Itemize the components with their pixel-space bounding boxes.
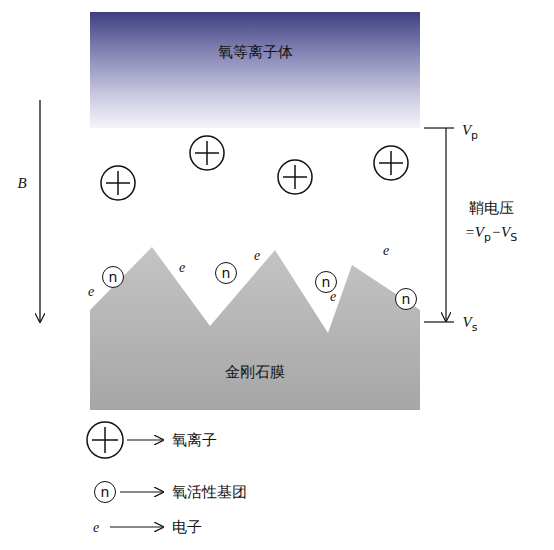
circle-letter: n (402, 292, 411, 306)
label-text: e (93, 520, 99, 535)
electron-symbol: e (93, 519, 99, 536)
active-group-circle: n (94, 481, 116, 503)
label-text: e (383, 243, 389, 258)
label-text: V (463, 314, 472, 330)
label-text: e (179, 260, 185, 275)
label-text: −V (491, 224, 510, 240)
circle-letter: n (109, 270, 118, 284)
label-text: B (17, 175, 26, 191)
active-group-circle: n (315, 271, 337, 293)
tick-line (424, 321, 454, 322)
plasma-label: 氧等离子体 (218, 43, 293, 62)
circle-letter: n (222, 266, 231, 280)
legend-text: 氧活性基团 (172, 483, 247, 502)
film-outline (90, 247, 420, 410)
potential-label: Vp (462, 121, 478, 139)
potential-label: Vs (463, 313, 478, 331)
electron-symbol: e (383, 242, 389, 259)
sheath-formula: =Vp−VS (465, 223, 518, 241)
label-text: e (88, 284, 94, 299)
label-text: =V (465, 224, 484, 240)
plasma-band: 氧等离子体 (90, 12, 420, 128)
subscript-text: p (484, 231, 491, 244)
circle-letter: n (101, 485, 110, 499)
field-arrow (39, 100, 40, 322)
legend-text: 氧离子 (172, 431, 217, 450)
label-text: 鞘电压 (469, 199, 514, 217)
label-text: V (462, 122, 471, 138)
electron-symbol: e (88, 283, 94, 300)
subscript-text: S (510, 231, 517, 244)
legend-arrows (110, 440, 163, 527)
subscript-text: s (472, 321, 478, 334)
electron-symbol: e (179, 259, 185, 276)
circle-letter: n (322, 275, 331, 289)
subscript-text: p (471, 129, 478, 142)
legend-text: 电子 (172, 518, 202, 537)
field-label: B (17, 174, 26, 192)
label-text: e (254, 248, 260, 263)
active-group-circle: n (102, 266, 124, 288)
active-group-circle: n (215, 262, 237, 284)
sheath-label: 鞘电压 (469, 199, 514, 218)
electron-symbol: e (254, 247, 260, 264)
film-label: 金刚石膜 (225, 363, 285, 382)
sheath-arrow (445, 128, 446, 321)
tick-line (424, 127, 454, 128)
diamond-film: 金刚石膜 (90, 247, 420, 410)
active-group-circle: n (395, 288, 417, 310)
